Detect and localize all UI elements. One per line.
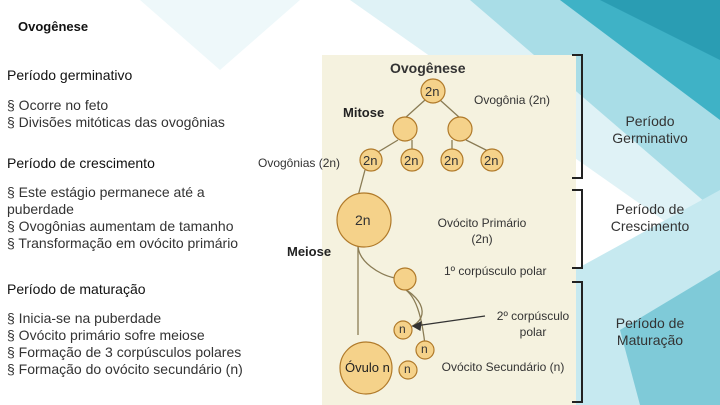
cell-corpusculo xyxy=(398,360,418,380)
heading-maturacao: Período de maturação xyxy=(7,281,146,297)
bracket-maturacao xyxy=(572,281,583,403)
cell-ovulo xyxy=(339,341,393,395)
cell-label: n xyxy=(399,322,406,336)
period-crescimento: Período de Crescimento xyxy=(610,201,690,234)
period-maturacao: Período de Maturação xyxy=(615,315,685,348)
cell-ovogonias xyxy=(400,148,424,172)
bracket-germinativo xyxy=(572,54,583,179)
cell-label: n xyxy=(421,342,428,356)
bullet-item: § Ocorre no feto xyxy=(7,97,109,113)
cell-ovogonias xyxy=(480,148,504,172)
cell-ovogonia-child xyxy=(392,116,418,142)
cell-ovogonia xyxy=(420,78,446,104)
label-mitose: Mitose xyxy=(343,105,385,120)
label-ovocito-primario: Ovócito Primário (2n) xyxy=(437,216,527,246)
bullets-germinativo: § Ocorre no feto § Divisões mitóticas da… xyxy=(7,97,225,131)
slide-title: Ovogênese xyxy=(18,19,89,34)
bullet-item: § Inicia-se na puberdade xyxy=(7,310,162,326)
bullets-maturacao: § Inicia-se na puberdade § Ovócito primá… xyxy=(7,310,243,378)
label-ovogonias: Ovogônias (2n) xyxy=(258,156,341,170)
cell-label: 2n xyxy=(484,153,499,168)
cell-label: 2n xyxy=(363,153,378,168)
cell-corpusculo xyxy=(415,340,435,360)
period-germinativo: Período Germinativo xyxy=(612,113,688,146)
label-ovulo: Óvulo n xyxy=(345,360,390,375)
bullet-item: § Ovogônias aumentam de tamanho xyxy=(7,218,234,234)
cell-label: 2n xyxy=(444,153,459,168)
cell-label: 2n xyxy=(404,153,419,168)
cell-ovogonias xyxy=(359,148,383,172)
bracket-crescimento xyxy=(572,189,583,269)
cell-label: 2n xyxy=(355,212,371,228)
cell-primeiro-corpusculo xyxy=(393,267,417,291)
heading-germinativo: Período germinativo xyxy=(7,67,133,83)
bullets-crescimento: § Este estágio permanece até a puberdade… xyxy=(7,184,269,252)
cell-ovogonia-child xyxy=(447,116,473,142)
label-primeiro-corpusculo: 1º corpúsculo polar xyxy=(444,264,547,278)
bullet-item: § Ovócito primário sofre meiose xyxy=(7,327,205,343)
cell-ovogonias xyxy=(440,148,464,172)
label-ovocito-secundario: Ovócito Secundário (n) xyxy=(441,360,565,374)
bullet-item: § Este estágio permanece até a puberdade xyxy=(7,184,205,217)
diagram-title: Ovogênese xyxy=(390,60,466,76)
bullet-item: § Transformação em ovócito primário xyxy=(7,235,239,251)
label-ovogonia: Ovogônia (2n) xyxy=(474,93,551,107)
label-meiose: Meiose xyxy=(287,244,332,259)
cell-label: n xyxy=(404,362,411,376)
heading-crescimento: Período de crescimento xyxy=(7,155,155,171)
cell-label: 2n xyxy=(425,84,440,99)
bullet-item: § Divisões mitóticas das ovogônias xyxy=(7,114,225,130)
cell-segundo-corpusculo xyxy=(393,320,413,340)
bullet-item: § Formação de 3 corpúsculos polares xyxy=(7,344,242,360)
cell-ovocito-primario xyxy=(336,192,392,248)
label-segundo-corpusculo: 2º corpúsculo polar xyxy=(496,309,570,339)
bullet-item: § Formação do ovócito secundário (n) xyxy=(7,361,243,377)
